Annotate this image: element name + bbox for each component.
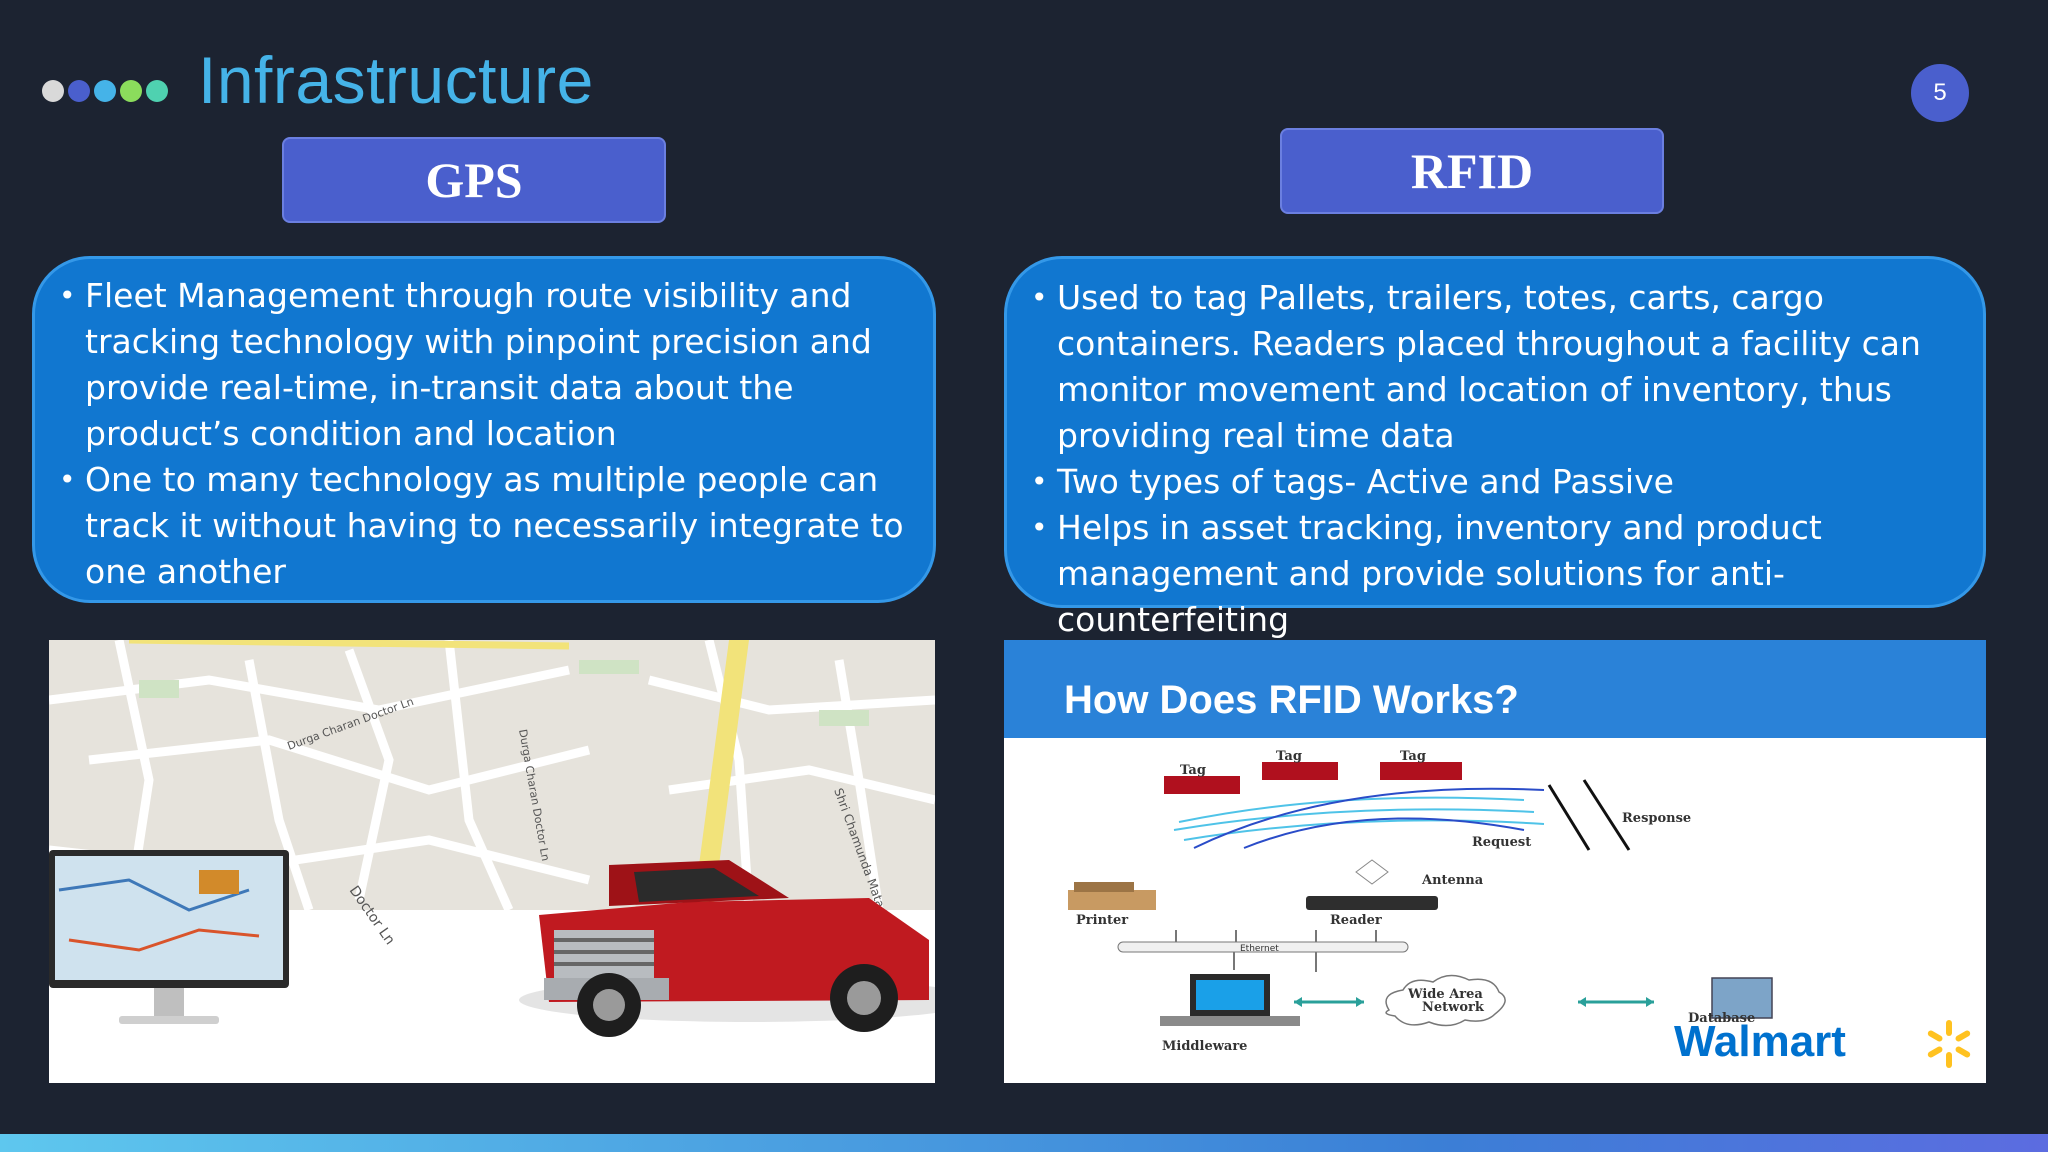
tag-label-2: Tag xyxy=(1276,749,1302,764)
walmart-logo: Walmart xyxy=(1674,1017,1846,1066)
ethernet-label: Ethernet xyxy=(1240,944,1279,954)
rfid-diagram-illustration: Tag Tag Tag Response Request Antenna Rea… xyxy=(1068,749,1971,1068)
tag-label-1: Tag xyxy=(1180,763,1206,778)
gps-bullet-1: Fleet Management through route visibilit… xyxy=(59,273,913,457)
monitor-icon xyxy=(49,850,289,1024)
dot-2 xyxy=(68,80,90,102)
dot-1 xyxy=(42,80,64,102)
dot-4 xyxy=(120,80,142,102)
antenna-label: Antenna xyxy=(1421,873,1484,888)
database-label: Database xyxy=(1688,1011,1755,1026)
rfid-text-panel: Used to tag Pallets, trailers, totes, ca… xyxy=(1004,256,1986,639)
gps-text-panel: Fleet Management through route visibilit… xyxy=(32,256,936,603)
reader-label: Reader xyxy=(1330,913,1382,928)
wan-label-2: Network xyxy=(1422,1000,1485,1015)
dot-5 xyxy=(146,80,168,102)
red-pickup-truck-icon xyxy=(519,860,935,1037)
response-label: Response xyxy=(1622,811,1691,826)
decorative-dots xyxy=(42,80,168,102)
gps-bullet-2: One to many technology as multiple peopl… xyxy=(59,457,913,595)
rfid-diagram-image: How Does RFID Works? Tag Tag Tag Respons… xyxy=(1004,640,1986,1083)
tag-label-3: Tag xyxy=(1400,749,1426,764)
gps-heading: GPS xyxy=(282,137,666,223)
page-number-badge: 5 xyxy=(1911,64,1969,122)
wan-label-1: Wide Area xyxy=(1407,987,1483,1002)
printer-label: Printer xyxy=(1076,913,1128,928)
rfid-bullet-1: Used to tag Pallets, trailers, totes, ca… xyxy=(1031,275,1963,459)
slide-title: Infrastructure xyxy=(198,43,594,117)
rfid-heading: RFID xyxy=(1280,128,1664,214)
request-label: Request xyxy=(1472,835,1531,850)
rfid-bullet-2: Two types of tags- Active and Passive xyxy=(1031,459,1963,505)
middleware-label: Middleware xyxy=(1162,1039,1247,1054)
rfid-diagram-title: How Does RFID Works? xyxy=(1004,640,1986,738)
gps-map-illustration: Doctor Ln Durga Charan Doctor Ln Durga C… xyxy=(49,640,935,1083)
dot-3 xyxy=(94,80,116,102)
bottom-accent-bar xyxy=(0,1134,2048,1152)
walmart-spark-icon xyxy=(1927,1020,1971,1068)
rfid-bullet-3: Helps in asset tracking, inventory and p… xyxy=(1031,505,1963,643)
gps-tracking-image: Doctor Ln Durga Charan Doctor Ln Durga C… xyxy=(49,640,935,1083)
